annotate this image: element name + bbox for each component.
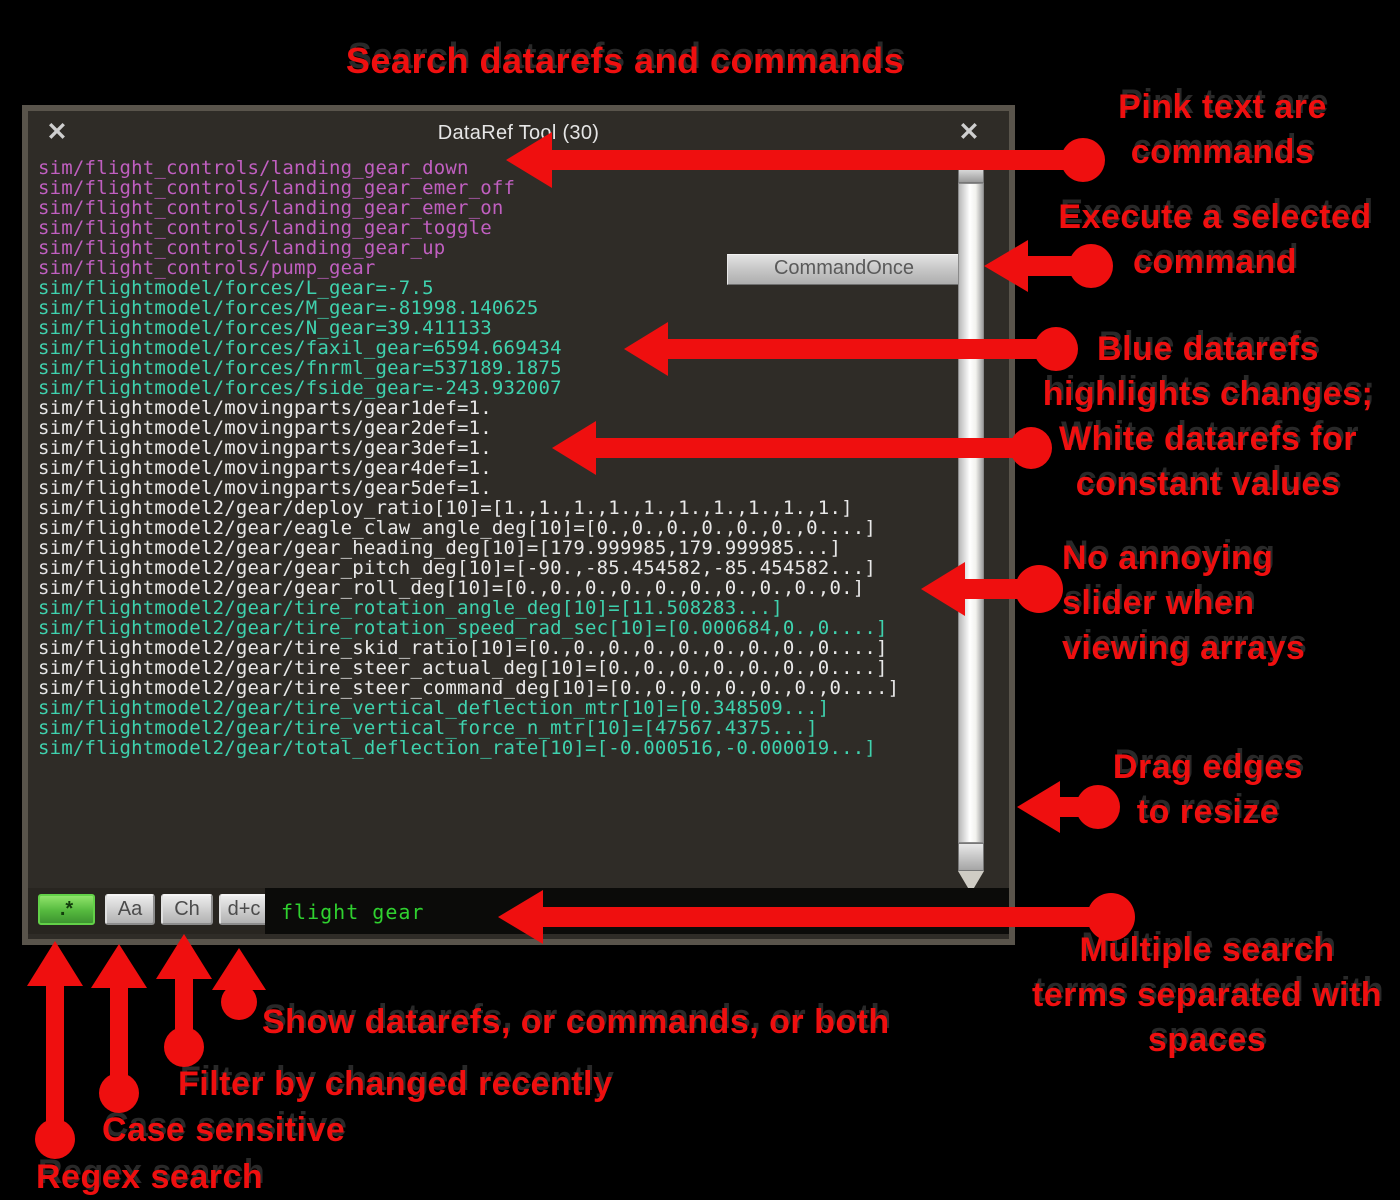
dataref-row[interactable]: sim/flightmodel2/gear/tire_steer_command… (38, 677, 900, 699)
annotation-search-title: Search datarefs and commands (345, 40, 905, 81)
window-title: DataRef Tool (30) (437, 122, 600, 144)
dataref-row[interactable]: sim/flightmodel2/gear/gear_heading_deg[1… (38, 537, 842, 559)
dataref-row[interactable]: sim/flight_controls/landing_gear_toggle (38, 217, 492, 239)
annotation-blue-white-datarefs: Blue datarefs highlights changes; White … (1042, 330, 1374, 503)
annotation-regex-search: Regex search (36, 1158, 264, 1196)
dataref-row[interactable]: sim/flightmodel2/gear/tire_vertical_forc… (38, 717, 818, 739)
scrollbar-bottom-cap[interactable] (958, 843, 984, 871)
case-sensitive-button[interactable]: Aa (105, 894, 155, 925)
dataref-row[interactable]: sim/flightmodel/movingparts/gear5def=1. (38, 477, 492, 499)
dataref-row[interactable]: sim/flight_controls/landing_gear_up (38, 237, 446, 259)
dataref-row[interactable]: sim/flightmodel2/gear/gear_roll_deg[10]=… (38, 577, 865, 599)
close-icon[interactable]: ✕ (958, 118, 980, 146)
scrollbar-down-icon[interactable] (958, 871, 984, 893)
arrow-case-sensitive (91, 944, 147, 1113)
arrow-datarefs-commands-filter (212, 948, 266, 1020)
dataref-row[interactable]: sim/flightmodel2/gear/tire_rotation_angl… (38, 597, 783, 619)
close-icon[interactable]: ✕ (46, 118, 68, 146)
dataref-row[interactable]: sim/flightmodel/forces/N_gear=39.411133 (38, 317, 492, 339)
dataref-row[interactable]: sim/flightmodel/movingparts/gear4def=1. (38, 457, 492, 479)
dataref-row[interactable]: sim/flightmodel/movingparts/gear2def=1. (38, 417, 492, 439)
scrollbar-top-cap[interactable] (958, 168, 984, 183)
annotation-no-slider: No annoying slider when viewing arrays (1062, 539, 1306, 667)
annotation-filter-changed: Filter by changed recently (178, 1065, 613, 1103)
annotation-case-sensitive: Case sensitive (102, 1111, 346, 1149)
dataref-row[interactable]: sim/flight_controls/landing_gear_down (38, 157, 469, 179)
dataref-row[interactable]: sim/flightmodel2/gear/tire_vertical_defl… (38, 697, 830, 719)
dataref-row[interactable]: sim/flightmodel2/gear/tire_rotation_spee… (38, 617, 888, 639)
dataref-row[interactable]: sim/flight_controls/pump_gear (38, 257, 376, 279)
datarefs-commands-filter-button[interactable]: d+c (219, 894, 269, 925)
dataref-row[interactable]: sim/flightmodel2/gear/deploy_ratio[10]=[… (38, 497, 853, 519)
arrow-regex-search (27, 941, 83, 1159)
dataref-row[interactable]: sim/flightmodel2/gear/total_deflection_r… (38, 737, 877, 759)
dataref-row[interactable]: sim/flightmodel2/gear/eagle_claw_angle_d… (38, 517, 877, 539)
dataref-row[interactable]: sim/flightmodel/forces/L_gear=-7.5 (38, 277, 434, 299)
dataref-row[interactable]: sim/flightmodel/forces/fside_gear=-243.9… (38, 377, 562, 399)
dataref-row[interactable]: sim/flightmodel/movingparts/gear3def=1. (38, 437, 492, 459)
annotation-multiple-terms: Multiple search terms separated with spa… (1031, 931, 1383, 1059)
arrow-changed-filter (156, 934, 212, 1067)
dataref-row[interactable]: sim/flightmodel/forces/M_gear=-81998.140… (38, 297, 539, 319)
dataref-row[interactable]: sim/flight_controls/landing_gear_emer_on (38, 197, 504, 219)
dataref-row[interactable]: sim/flight_controls/landing_gear_emer_of… (38, 177, 516, 199)
annotation-execute-command: Execute a selected command (1058, 198, 1372, 281)
annotation-pink-commands: Pink text are commands (1118, 88, 1327, 171)
annotation-drag-resize: Drag edges to resize (1112, 748, 1304, 831)
dataref-tool-window[interactable]: ✕ DataRef Tool (30) ✕ sim/flight_control… (22, 105, 1015, 945)
scrollbar-thumb[interactable] (958, 183, 984, 843)
dataref-row[interactable]: sim/flightmodel2/gear/tire_steer_actual_… (38, 657, 888, 679)
search-input[interactable] (279, 888, 983, 936)
dataref-row[interactable]: sim/flightmodel2/gear/gear_pitch_deg[10]… (38, 557, 877, 579)
scrollbar[interactable] (958, 168, 984, 946)
dataref-row[interactable]: sim/flightmodel/movingparts/gear1def=1. (38, 397, 492, 419)
dataref-row[interactable]: sim/flightmodel/forces/faxil_gear=6594.6… (38, 337, 562, 359)
search-toolbar: .* Aa Ch d+c (28, 888, 1009, 936)
dataref-row[interactable]: sim/flightmodel/forces/fnrml_gear=537189… (38, 357, 562, 379)
command-once-button[interactable]: CommandOnce (727, 254, 961, 285)
changed-filter-button[interactable]: Ch (161, 894, 213, 925)
search-box (265, 888, 1009, 936)
annotation-show-filter: Show datarefs, or commands, or both (262, 1003, 890, 1041)
dataref-row[interactable]: sim/flightmodel2/gear/tire_skid_ratio[10… (38, 637, 888, 659)
regex-toggle-button[interactable]: .* (38, 894, 95, 925)
